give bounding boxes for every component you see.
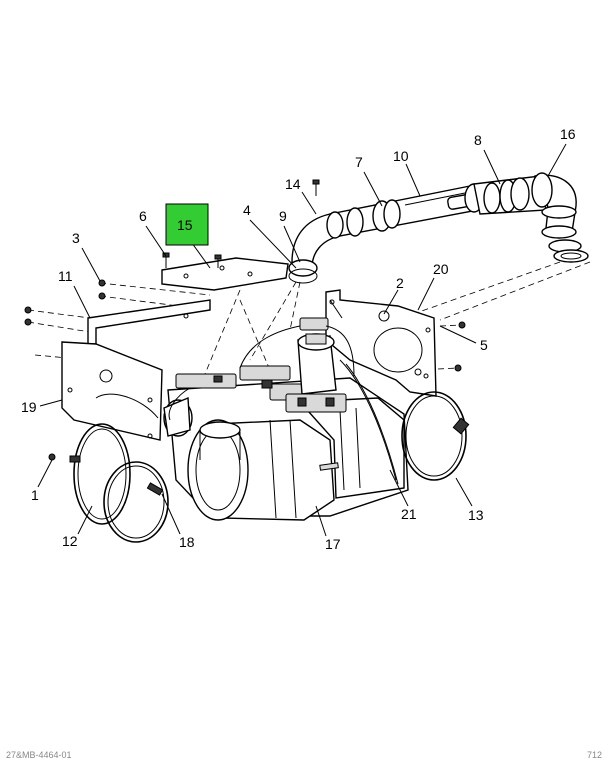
left-bracket: [61, 341, 163, 441]
side-bracket: [87, 299, 211, 345]
air-intake-hose: [288, 172, 589, 284]
callout-18: 18: [179, 534, 195, 550]
callout-16: 16: [560, 126, 576, 142]
callout-5: 5: [480, 337, 488, 353]
callout-12: 12: [62, 533, 78, 549]
highlight-box: [165, 203, 209, 246]
callout-19: 19: [21, 399, 37, 415]
drawing-number: 27&MB-4464-01: [6, 750, 72, 760]
callout-6: 6: [139, 208, 147, 224]
callout-17: 17: [325, 536, 341, 552]
callout-14: 14: [285, 176, 301, 192]
aftertreatment-canister: [163, 377, 409, 521]
callout-4: 4: [243, 202, 251, 218]
leader-lines: [37, 143, 567, 537]
callout-1: 1: [31, 487, 39, 503]
callout-10: 10: [393, 148, 409, 164]
callout-15: 15: [177, 217, 193, 233]
callout-20: 20: [433, 261, 449, 277]
callout-3: 3: [72, 230, 80, 246]
page-number: 712: [586, 750, 602, 760]
fasteners: [24, 179, 466, 461]
callout-11: 11: [58, 268, 73, 284]
callout-21: 21: [401, 506, 417, 522]
sensor-harness: [168, 299, 399, 485]
band-clamps: [69, 391, 470, 543]
callout-13: 13: [468, 507, 484, 523]
mounting-plate: [161, 257, 289, 291]
callout-9: 9: [279, 208, 287, 224]
callout-7: 7: [355, 154, 363, 170]
callout-8: 8: [474, 132, 482, 148]
callout-2: 2: [396, 275, 404, 291]
